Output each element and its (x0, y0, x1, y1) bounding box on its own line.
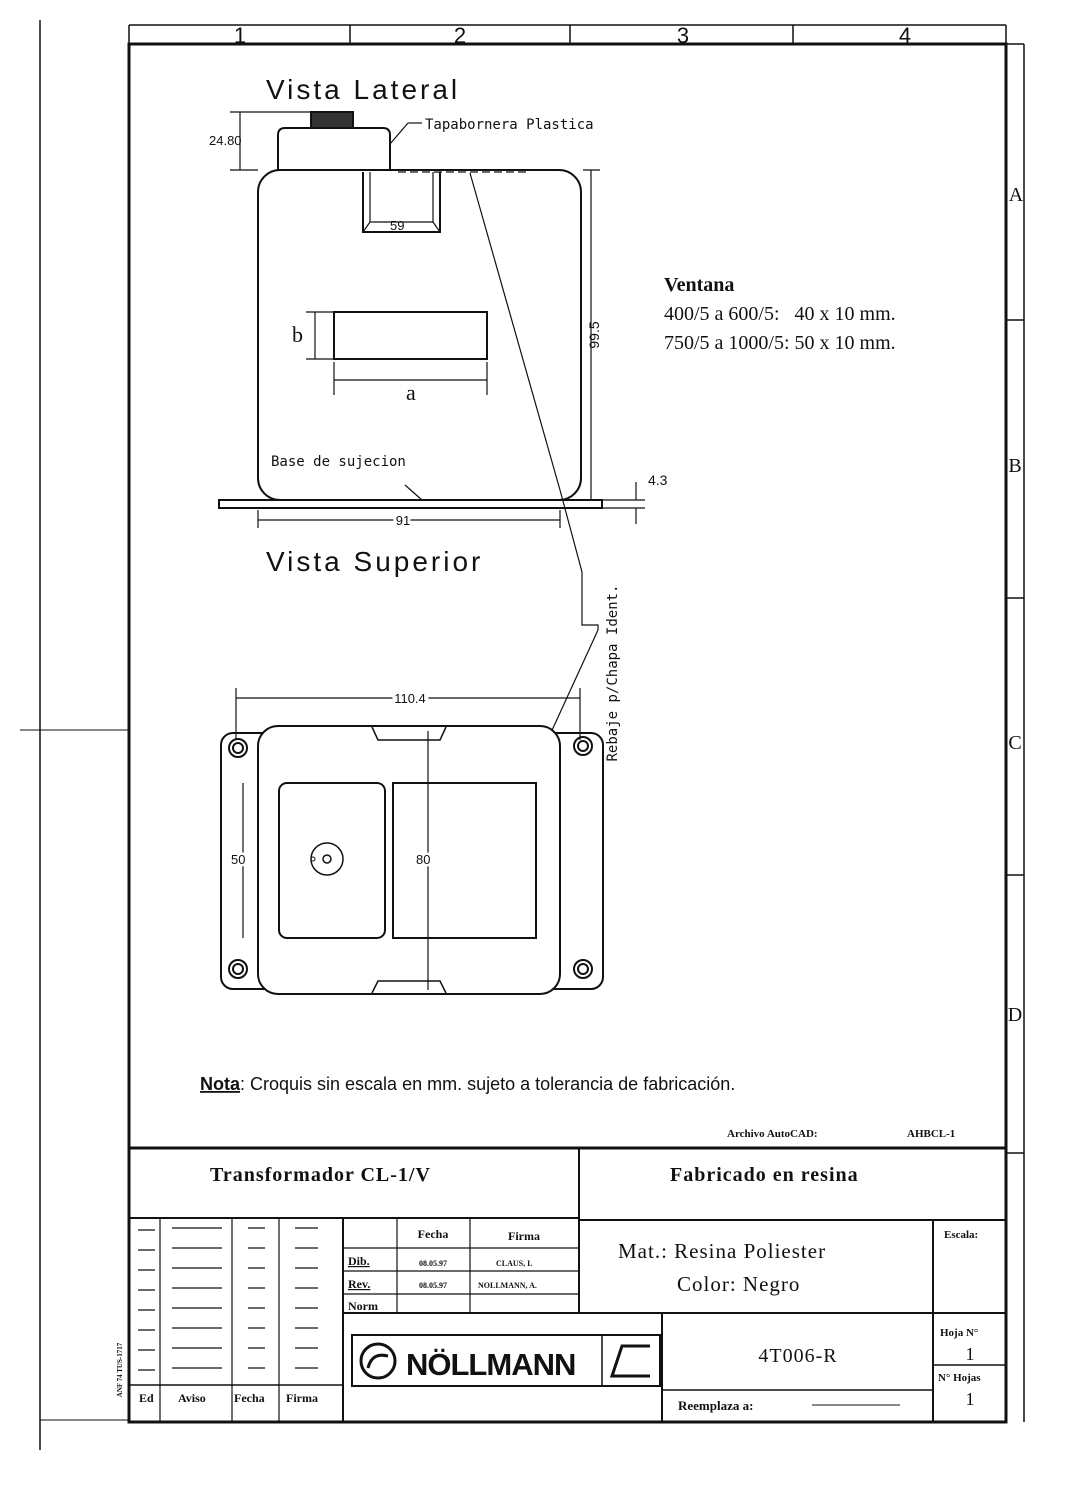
window-a-label: a (406, 380, 416, 405)
brand-wordmark: NÖLLMANN (406, 1347, 575, 1382)
window-spec-line-1: 400/5 a 600/5: 40 x 10 mm. (664, 303, 896, 325)
side-view-title: Vista Lateral (266, 74, 460, 105)
window-b-label: b (292, 322, 303, 347)
base-label: Base de sujecion (271, 454, 406, 470)
material-text: Mat.: Resina Poliester (618, 1239, 826, 1263)
rev-header-fecha: Fecha (234, 1391, 265, 1405)
top-view-title: Vista Superior (266, 546, 483, 577)
note-text: : Croquis sin escala en mm. sujeto a tol… (240, 1074, 735, 1094)
grid-row-a: A (1009, 184, 1024, 206)
side-code: ANF 74 TUS-1717 (116, 1342, 124, 1397)
rev-date: 08.05.97 (419, 1281, 447, 1290)
window-spec-line-2: 750/5 a 1000/5: 50 x 10 mm. (664, 332, 896, 354)
note: Nota: Croquis sin escala en mm. sujeto a… (200, 1074, 735, 1094)
product-title: Transformador CL-1/V (210, 1164, 431, 1186)
manufacture-text: Fabricado en resina (670, 1164, 859, 1186)
grid-row-c: C (1008, 732, 1021, 754)
top-view-dimensions (235, 688, 581, 990)
left-height-dimension: 50 (231, 852, 245, 867)
side-view-dimensions (230, 111, 645, 801)
grid-row-d: D (1008, 1004, 1022, 1026)
row-norm-label: Norm (348, 1299, 378, 1313)
hoja-value: 1 (966, 1344, 975, 1364)
logo-mark-icon (359, 1342, 397, 1380)
title-block-lines (129, 1146, 1006, 1422)
right-height-dimension: 80 (416, 852, 430, 867)
cap-width-dimension: 59 (390, 218, 404, 233)
base-thickness-dimension: 4.3 (648, 472, 668, 488)
grid-col-2: 2 (454, 23, 466, 48)
note-label: Nota (200, 1074, 241, 1094)
col-firma-header: Firma (508, 1229, 540, 1243)
row-rev-label: Rev. (348, 1277, 370, 1291)
drawing-number: 4T006-R (758, 1345, 837, 1367)
escala-label: Escala: (944, 1229, 978, 1241)
brand-logo: NÖLLMANN (359, 1342, 650, 1382)
rev-header-ed: Ed (139, 1391, 154, 1405)
top-view-drawing (220, 725, 604, 995)
rev-signature: NOLLMANN, A. (478, 1281, 537, 1290)
grid-row-b: B (1008, 455, 1021, 477)
hoja-label: Hoja N° (940, 1327, 978, 1339)
recess-label: Rebaje p/Chapa Ident. (605, 584, 621, 761)
dib-date: 08.05.97 (419, 1259, 447, 1268)
archive-value: AHBCL-1 (907, 1128, 955, 1140)
side-view-drawing (218, 111, 603, 509)
width-91-dimension: 91 (396, 513, 410, 528)
cap-height-dimension: 24.80 (209, 133, 242, 148)
height-dimension: 99.5 (586, 321, 602, 348)
rev-header-aviso: Aviso (178, 1391, 206, 1405)
grid-col-1: 1 (234, 23, 246, 48)
archive-label: Archivo AutoCAD: (727, 1128, 818, 1140)
grid-col-4: 4 (899, 23, 911, 48)
col-fecha-header: Fecha (418, 1227, 449, 1241)
revision-table-rows (138, 1227, 318, 1371)
cap-label: Tapabornera Plastica (425, 117, 594, 133)
color-text: Color: Negro (677, 1272, 800, 1296)
logo-bracket-icon (609, 1344, 650, 1378)
drawing-frame (20, 20, 1025, 1450)
rev-header-firma: Firma (286, 1391, 318, 1405)
dib-signature: CLAUS, I. (496, 1259, 532, 1268)
hojas-label: N° Hojas (938, 1372, 981, 1384)
window-spec-title: Ventana (664, 274, 734, 296)
width-110-dimension: 110.4 (394, 691, 426, 706)
hojas-value: 1 (966, 1389, 975, 1409)
replaces-label: Reemplaza a: (678, 1398, 753, 1413)
grid-col-3: 3 (677, 23, 689, 48)
row-dib-label: Dib. (348, 1254, 370, 1268)
